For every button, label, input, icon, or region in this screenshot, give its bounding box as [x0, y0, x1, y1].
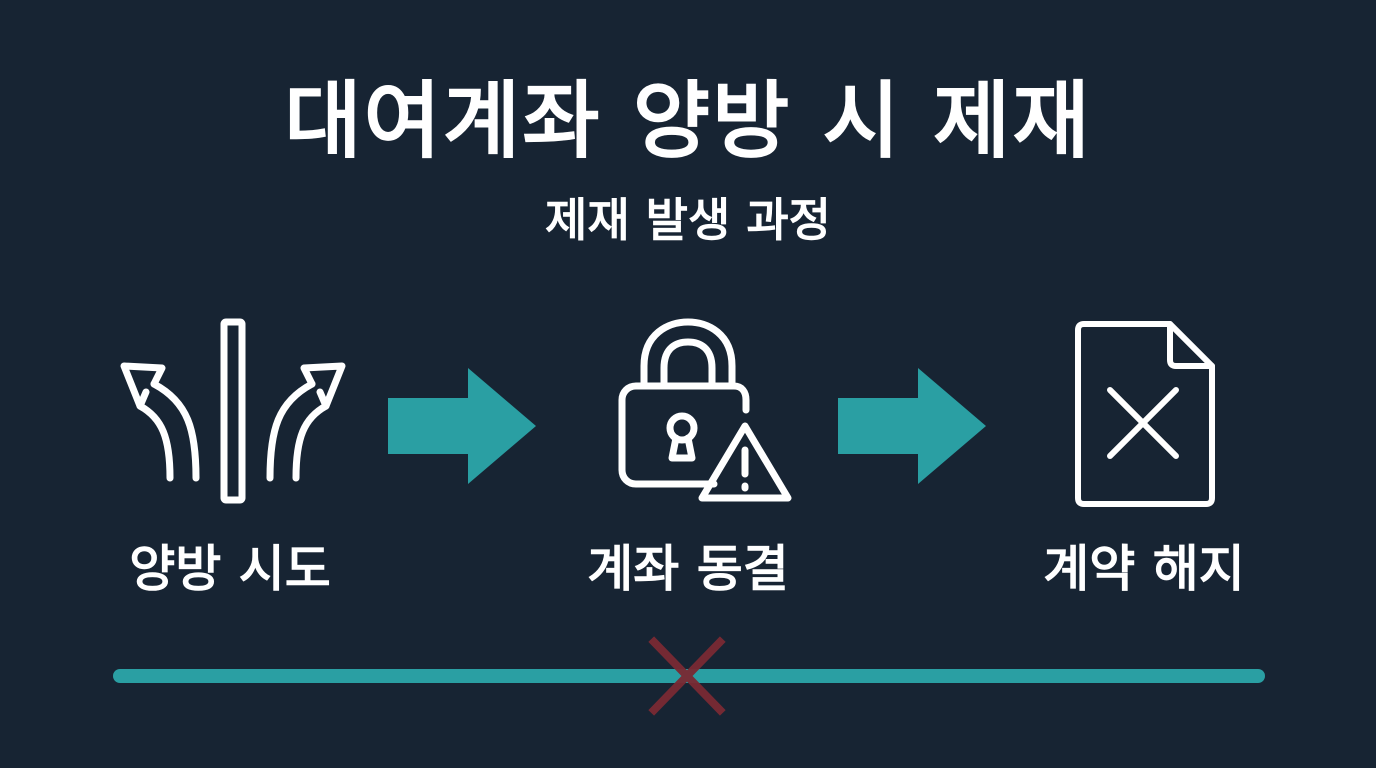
timeline-bar — [113, 636, 1265, 716]
diagram-title: 대여계좌 양방 시 제재 — [284, 72, 1092, 170]
step-label-freeze: 계좌 동결 — [587, 540, 789, 598]
flow-arrow-1 — [388, 368, 536, 484]
lock-warning-icon — [618, 318, 792, 502]
step-label-terminate: 계약 해지 — [1043, 540, 1245, 598]
split-arrows-icon — [120, 318, 346, 504]
step-label-attempt: 양방 시도 — [129, 540, 331, 598]
cross-mark-icon — [648, 636, 726, 716]
document-cancel-icon — [1075, 321, 1215, 507]
diagram-subtitle: 제재 발생 과정 — [545, 193, 831, 247]
flow-arrow-2 — [838, 368, 986, 484]
